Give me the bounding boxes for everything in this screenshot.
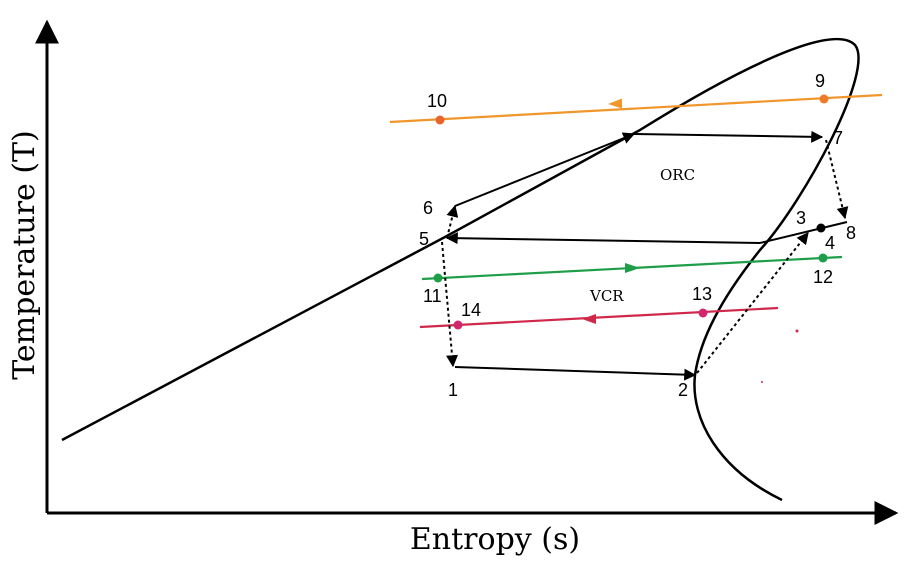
point-label-4: 4 [825, 233, 835, 253]
point-label-5: 5 [419, 229, 429, 249]
orc-condense-to-5 [445, 232, 761, 245]
point-9-marker [819, 94, 829, 104]
point-label-6: 6 [423, 198, 433, 218]
y-axis-title: Temperature (T) [7, 130, 42, 380]
stream-9-10-line [389, 93, 883, 124]
point-13-marker [698, 308, 708, 318]
stream-9-10-arrow [608, 98, 622, 109]
vcr-label: VCR [589, 287, 624, 305]
stray-dot [761, 381, 763, 383]
vcr-1-to-2-evaporation [454, 366, 697, 381]
point-label-9: 9 [815, 71, 825, 91]
vcr-5-to-1-throttle [441, 241, 459, 368]
point-label-3: 3 [796, 208, 806, 228]
orc-7-to-8-expansion [825, 139, 849, 220]
orc-label: ORC [660, 166, 695, 184]
saturation-dome [61, 38, 860, 502]
point-label-14: 14 [461, 300, 481, 320]
point-12-marker [818, 253, 828, 263]
stray-dot [795, 329, 799, 333]
point-label-11: 11 [423, 286, 442, 306]
point-label-10: 10 [427, 91, 447, 111]
point-11-marker [433, 273, 443, 283]
point-14-marker [453, 320, 463, 330]
point-label-1: 1 [448, 380, 458, 400]
orc-6-to-evap [454, 132, 636, 207]
stream-13-14-arrow [582, 314, 596, 324]
point-label-13: 13 [692, 284, 712, 304]
vcr-2-to-3-compression [696, 232, 809, 374]
point-3-marker [816, 223, 826, 233]
stream-13-14-line [419, 306, 779, 329]
orc-evap-to-7 [633, 130, 824, 143]
point-label-12: 12 [813, 267, 833, 287]
point-label-8: 8 [846, 223, 856, 243]
point-10-marker [435, 115, 445, 125]
stream-11-12-arrow [625, 263, 640, 273]
point-label-2: 2 [678, 380, 688, 400]
x-axis-title: Entropy (s) [410, 522, 580, 557]
point-label-7: 7 [833, 128, 843, 148]
